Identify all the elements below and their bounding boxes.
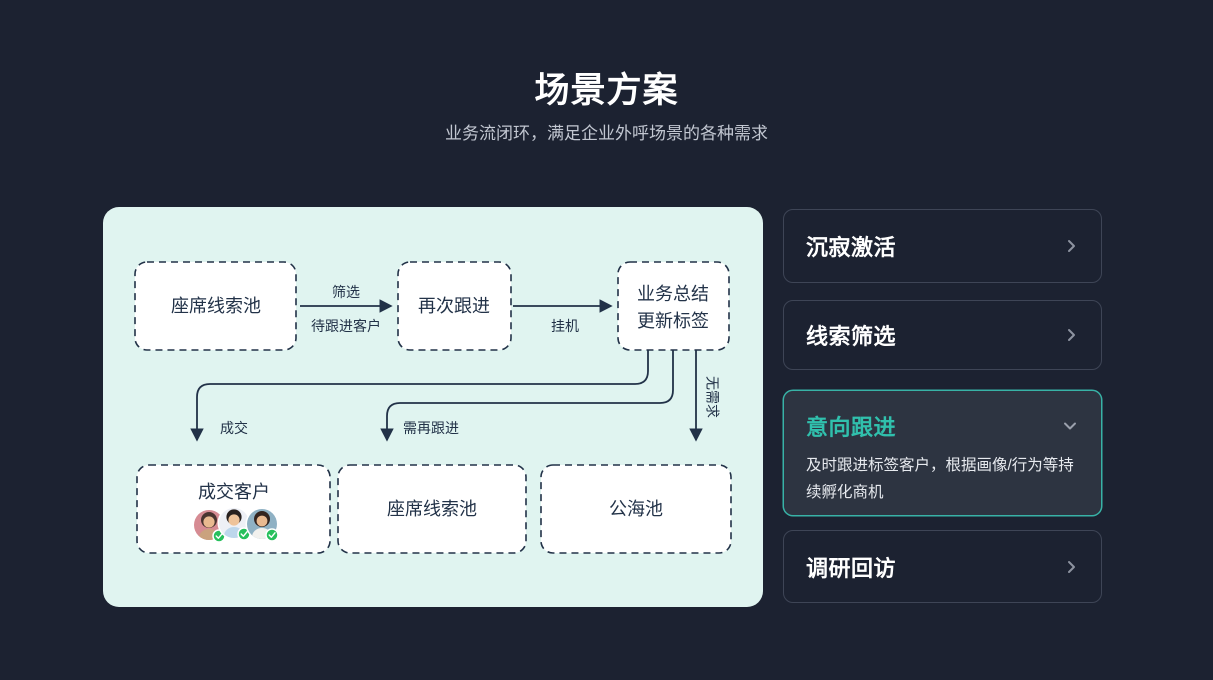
flow-node-deal-customer: 成交客户	[136, 464, 331, 554]
sidebar-item-survey-callback[interactable]: 调研回访	[783, 530, 1102, 603]
svg-text:公海池: 公海池	[609, 499, 663, 519]
customer-avatar-3-icon	[245, 507, 279, 542]
sidebar-item-silent-activation[interactable]: 沉寂激活	[783, 209, 1102, 283]
flow-edge-no-demand: 无需求	[689, 350, 720, 442]
flow-node-public-pool: 公海池	[540, 464, 732, 554]
flow-edge-deal: 成交	[190, 350, 649, 442]
flow-diagram-panel: 座席线索池 再次跟进 业务总结 更新标签 筛选 待跟进客户 挂机 成交 需再	[103, 207, 763, 607]
sidebar-item-label: 沉寂激活	[806, 235, 897, 260]
chevron-right-icon	[1068, 329, 1075, 341]
sidebar-item-lead-filtering[interactable]: 线索筛选	[783, 300, 1102, 370]
customer-avatar-1-icon	[192, 508, 226, 543]
page-title: 场景方案	[534, 71, 679, 110]
sidebar-item-intent-follow-up[interactable]: 意向跟进 及时跟进标签客户，根据画像/行为等持续孵化商机	[783, 390, 1102, 516]
edge-label-need-follow: 需再跟进	[403, 420, 459, 436]
svg-text:成交客户: 成交客户	[198, 482, 270, 502]
verified-badge-icon	[265, 528, 279, 542]
svg-text:座席线索池: 座席线索池	[387, 499, 477, 519]
flow-node-agent-pool-bottom: 座席线索池	[337, 464, 527, 554]
flow-node-business-summary: 业务总结 更新标签	[617, 261, 730, 351]
svg-text:业务总结: 业务总结	[637, 284, 709, 304]
flow-edge-filter: 筛选 待跟进客户	[300, 284, 393, 334]
svg-text:更新标签: 更新标签	[637, 311, 709, 331]
verified-badge-icon	[212, 529, 226, 543]
sidebar-item-label: 意向跟进	[806, 415, 897, 440]
flowchart-svg: 座席线索池 再次跟进 业务总结 更新标签 筛选 待跟进客户 挂机 成交 需再	[134, 261, 732, 554]
edge-label-hangup: 挂机	[551, 318, 579, 334]
edge-label-deal: 成交	[220, 420, 248, 436]
sidebar-item-description: 及时跟进标签客户，根据画像/行为等持续孵化商机	[806, 457, 1074, 501]
chevron-right-icon	[1068, 560, 1075, 573]
customer-avatar-2-icon	[217, 506, 251, 541]
flow-node-follow-again: 再次跟进	[397, 261, 512, 351]
sidebar-item-header[interactable]: 意向跟进	[806, 410, 1079, 442]
chevron-right-icon	[1068, 240, 1075, 252]
edge-label-filter: 筛选	[332, 284, 360, 300]
edge-label-pending-customer: 待跟进客户	[311, 318, 381, 334]
sidebar-item-label: 调研回访	[806, 555, 897, 581]
page-subtitle: 业务流闭环，满足企业外呼场景的各种需求	[445, 124, 768, 143]
flow-node-agent-pool-top: 座席线索池	[134, 261, 297, 351]
edge-label-no-demand: 无需求	[704, 376, 720, 418]
chevron-down-icon	[1064, 422, 1076, 430]
sidebar-item-label: 线索筛选	[806, 324, 897, 349]
flow-edge-need-follow: 需再跟进	[380, 350, 674, 442]
flow-edge-hangup: 挂机	[513, 299, 613, 334]
svg-text:再次跟进: 再次跟进	[418, 296, 490, 316]
svg-text:座席线索池: 座席线索池	[171, 296, 261, 316]
